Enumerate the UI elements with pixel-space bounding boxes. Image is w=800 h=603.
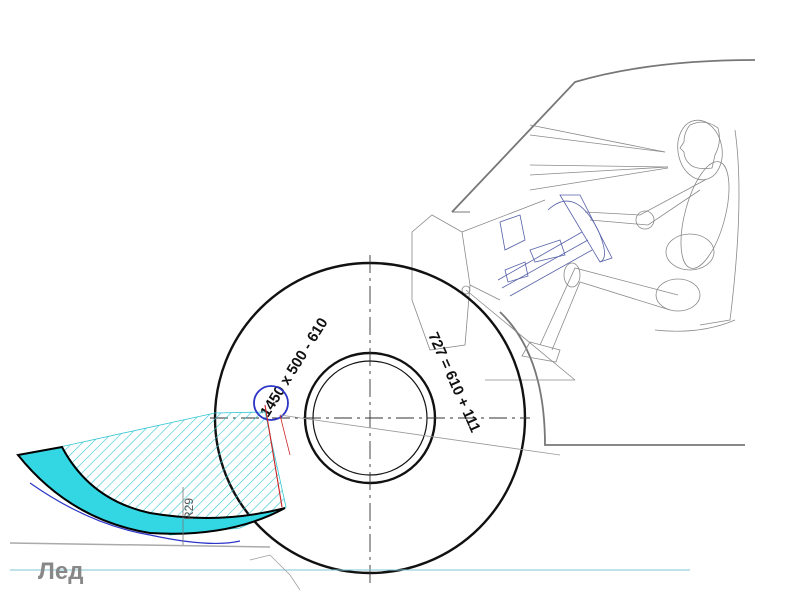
vehicle-body-outline (451, 59, 756, 446)
driver-figure (521, 119, 740, 363)
pivot-arm (253, 385, 561, 508)
tire-dims-label: 727 = 610 + 111 (424, 330, 483, 435)
radius-dimension: R29 (182, 487, 196, 545)
tire (210, 255, 530, 585)
steering-assembly (497, 194, 613, 297)
tire-size-label: 1450 x 500 - 610 (257, 315, 332, 420)
radius-label: R29 (182, 498, 196, 520)
blade (16, 445, 286, 535)
ground-lines (9, 542, 690, 591)
dash-panel (411, 199, 576, 381)
ice-surface-label: Лед (38, 558, 84, 585)
blade-arc-outline (29, 482, 241, 544)
sight-lines (529, 124, 669, 191)
